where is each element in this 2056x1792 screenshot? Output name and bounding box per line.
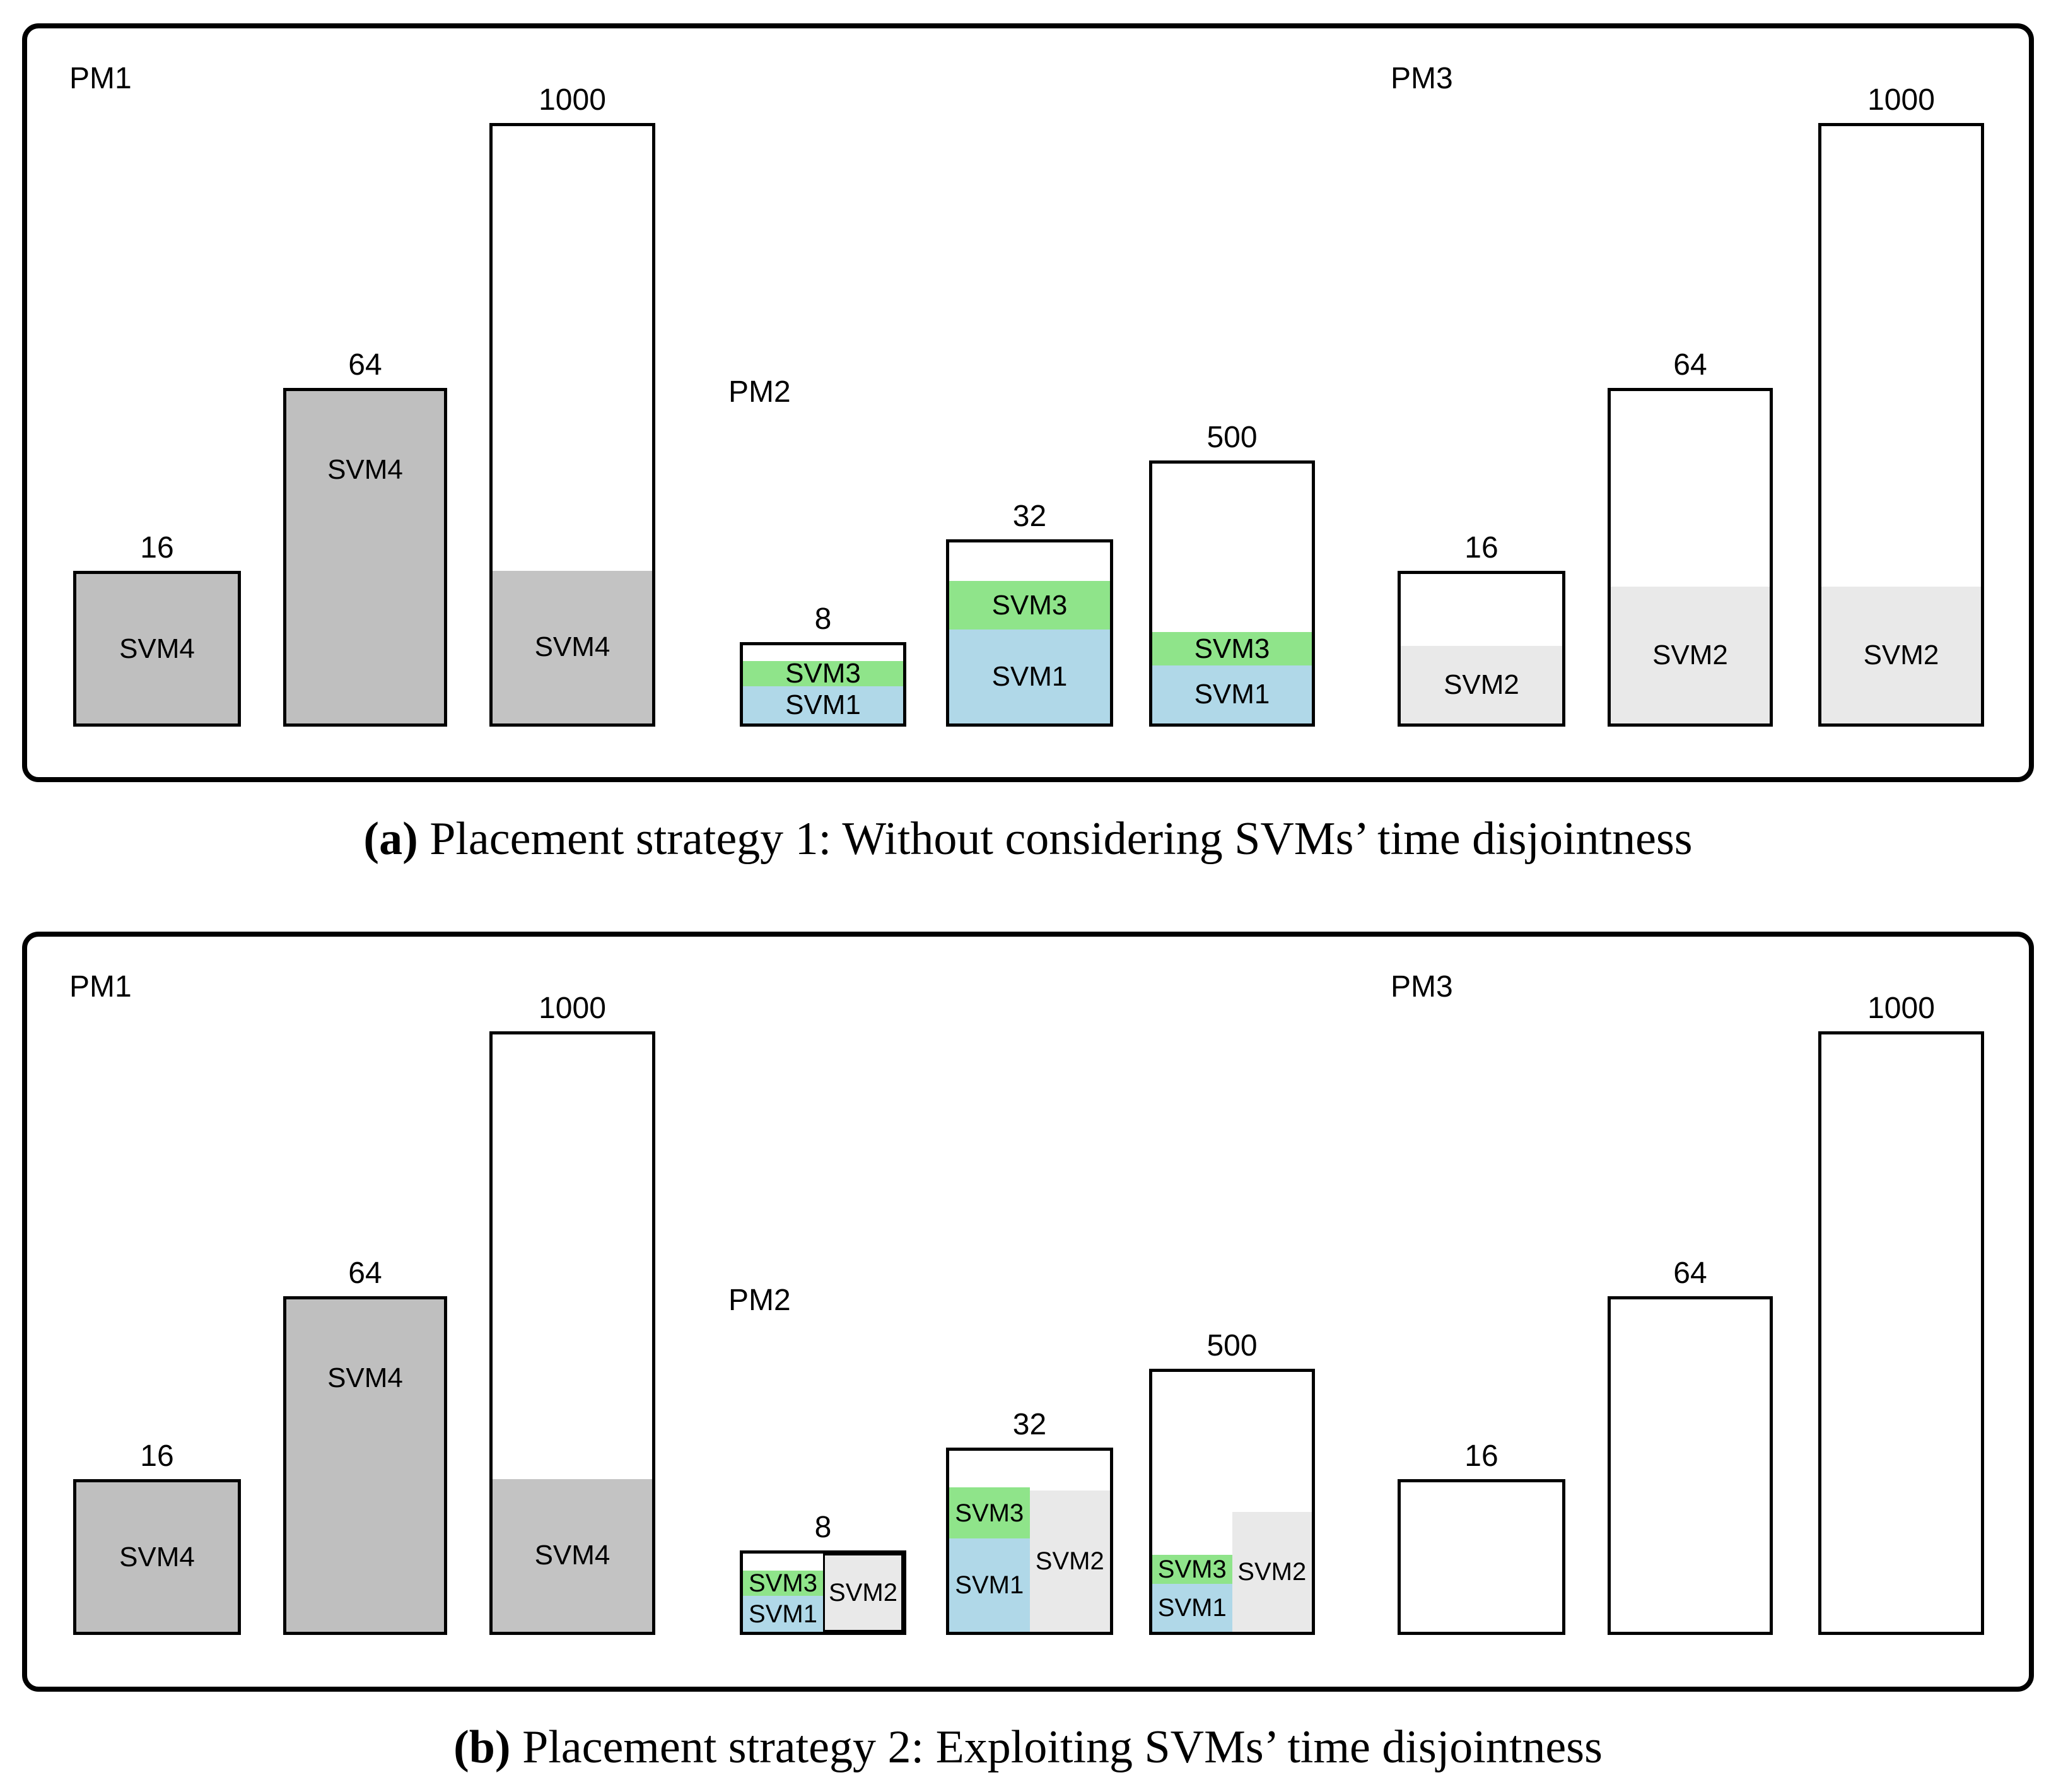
vm-label: SVM3 (785, 658, 861, 689)
vm-label: SVM4 (119, 1541, 195, 1572)
pm-label-a-pm3: PM3 (1391, 62, 1453, 95)
capacity-label: 16 (140, 531, 174, 565)
capacity-label: 500 (1206, 1329, 1258, 1362)
vm-label: SVM1 (955, 1571, 1024, 1599)
vm-block-label: SVM4 (283, 451, 447, 489)
vm-label: SVM2 (1444, 669, 1519, 700)
vm-segment-svm2: SVM2 (1401, 646, 1562, 723)
gpu-bar-b-pm1-16 (73, 1479, 241, 1635)
vm-segment-svm2: SVM2 (1232, 1512, 1312, 1632)
vm-label: SVM1 (1157, 1594, 1227, 1622)
gpu-bar-b-pm1-64 (283, 1296, 447, 1635)
capacity-label: 1000 (539, 992, 606, 1025)
vm-block-label: SVM4 (73, 630, 241, 668)
capacity-label: 64 (1673, 348, 1707, 382)
capacity-label: 8 (814, 1511, 832, 1544)
vm-block-label: SVM4 (73, 1538, 241, 1576)
vm-label: SVM4 (119, 633, 195, 664)
gpu-bar-a-pm1-16 (73, 571, 241, 727)
vm-label: SVM4 (534, 1540, 610, 1571)
caption-a: (a) Placement strategy 1: Without consid… (0, 812, 2056, 866)
caption-b: (b) Placement strategy 2: Exploiting SVM… (0, 1721, 2056, 1774)
vm-segment-svm3: SVM3 (1152, 632, 1312, 665)
vm-segment-svm3: SVM3 (743, 1571, 823, 1596)
vm-label: SVM3 (991, 589, 1068, 621)
capacity-label: 500 (1206, 421, 1258, 454)
vm-label: SVM4 (327, 1362, 403, 1393)
vm-label: SVM2 (1237, 1558, 1307, 1586)
vm-segment-svm4: SVM4 (493, 571, 652, 723)
caption-b-prefix: (b) (453, 1721, 511, 1773)
vm-segment-svm2: SVM2 (823, 1554, 903, 1632)
vm-segment-svm1: SVM1 (743, 686, 903, 723)
vm-label: SVM4 (534, 631, 610, 662)
vm-label: SVM2 (1652, 639, 1728, 671)
vm-segment-svm3: SVM3 (743, 658, 903, 689)
vm-label: SVM1 (991, 660, 1068, 692)
vm-segment-svm2: SVM2 (1611, 587, 1770, 723)
vm-segment-svm1: SVM1 (949, 1538, 1030, 1632)
capacity-label: 64 (348, 1256, 382, 1290)
caption-a-text: Placement strategy 1: Without considerin… (418, 813, 1693, 865)
gpu-bar-b-pm3-1000 (1818, 1031, 1984, 1635)
vm-label: SVM3 (955, 1499, 1024, 1527)
vm-segment-svm3: SVM3 (949, 1487, 1030, 1538)
vm-segment-svm2: SVM2 (1821, 587, 1981, 723)
capacity-label: 32 (1012, 1408, 1047, 1441)
vm-label: SVM1 (785, 689, 861, 720)
gpu-bar-a-pm1-64 (283, 388, 447, 727)
vm-label: SVM3 (1157, 1555, 1227, 1583)
caption-b-text: Placement strategy 2: Exploiting SVMs’ t… (510, 1721, 1603, 1773)
vm-label: SVM1 (1194, 679, 1270, 710)
pm-label-b-pm3: PM3 (1391, 970, 1453, 1004)
capacity-label: 32 (1012, 500, 1047, 533)
capacity-label: 16 (140, 1439, 174, 1473)
gpu-bar-b-pm3-16 (1398, 1479, 1565, 1635)
vm-segment-svm1: SVM1 (1152, 665, 1312, 723)
vm-label: SVM1 (749, 1600, 817, 1628)
vm-label: SVM4 (327, 454, 403, 485)
vm-segment-svm1: SVM1 (743, 1596, 823, 1632)
vm-label: SVM2 (829, 1579, 897, 1607)
capacity-label: 1000 (539, 83, 606, 117)
pm-label-a-pm1: PM1 (69, 62, 132, 95)
pm-label-b-pm1: PM1 (69, 970, 132, 1004)
vm-label: SVM3 (1194, 633, 1270, 664)
capacity-label: 16 (1464, 531, 1498, 565)
vm-block-label: SVM4 (283, 1359, 447, 1397)
capacity-label: 64 (1673, 1256, 1707, 1290)
pm-label-b-pm2: PM2 (728, 1284, 791, 1317)
vm-label: SVM3 (749, 1569, 817, 1597)
vm-segment-svm1: SVM1 (949, 630, 1110, 723)
capacity-label: 1000 (1867, 83, 1935, 117)
capacity-label: 8 (814, 602, 832, 636)
vm-label: SVM2 (1035, 1547, 1104, 1575)
caption-a-prefix: (a) (363, 813, 418, 865)
vm-segment-svm4: SVM4 (493, 1479, 652, 1632)
capacity-label: 16 (1464, 1439, 1498, 1473)
capacity-label: 1000 (1867, 992, 1935, 1025)
vm-segment-svm3: SVM3 (949, 581, 1110, 630)
vm-segment-svm1: SVM1 (1152, 1584, 1232, 1632)
vm-segment-svm2: SVM2 (1029, 1490, 1110, 1632)
gpu-bar-b-pm3-64 (1608, 1296, 1773, 1635)
vm-label: SVM2 (1863, 639, 1939, 671)
vm-segment-svm3: SVM3 (1152, 1555, 1232, 1584)
pm-label-a-pm2: PM2 (728, 375, 791, 409)
capacity-label: 64 (348, 348, 382, 382)
